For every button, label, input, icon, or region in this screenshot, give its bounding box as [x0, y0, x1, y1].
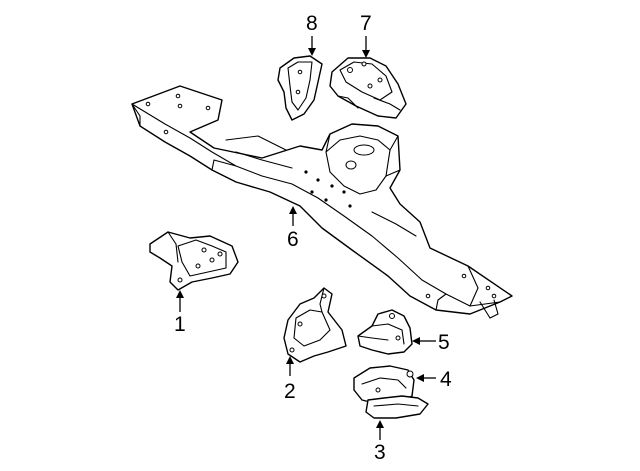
- callout-3: 3: [374, 441, 386, 464]
- bracket-part-8[interactable]: [277, 55, 323, 121]
- callout-6: 6: [287, 228, 299, 251]
- callout-2: 2: [284, 380, 296, 403]
- bracket-part-2[interactable]: [283, 287, 347, 363]
- arrow-5: [412, 337, 420, 345]
- crossmember-part-6[interactable]: [131, 85, 513, 319]
- callout-labels: 1 2 3 4 5 6 7 8: [174, 12, 452, 464]
- arrow-2: [286, 356, 294, 364]
- callout-1: 1: [174, 313, 186, 336]
- leader-lines: [176, 36, 436, 440]
- mount-part-7[interactable]: [329, 57, 407, 119]
- callout-5: 5: [438, 331, 450, 354]
- arrow-8: [308, 48, 316, 56]
- arrow-1: [176, 290, 184, 298]
- arrow-7: [362, 50, 370, 58]
- callout-8: 8: [306, 12, 318, 35]
- plate-part-3[interactable]: [365, 395, 429, 419]
- insulator-part-5[interactable]: [357, 309, 413, 355]
- mount-part-1[interactable]: [149, 231, 239, 291]
- insulator-part-4[interactable]: [353, 365, 415, 405]
- callout-4: 4: [440, 368, 452, 391]
- callout-7: 7: [360, 12, 372, 35]
- arrow-4: [416, 374, 424, 382]
- arrow-6: [289, 206, 297, 214]
- arrow-3: [376, 420, 384, 428]
